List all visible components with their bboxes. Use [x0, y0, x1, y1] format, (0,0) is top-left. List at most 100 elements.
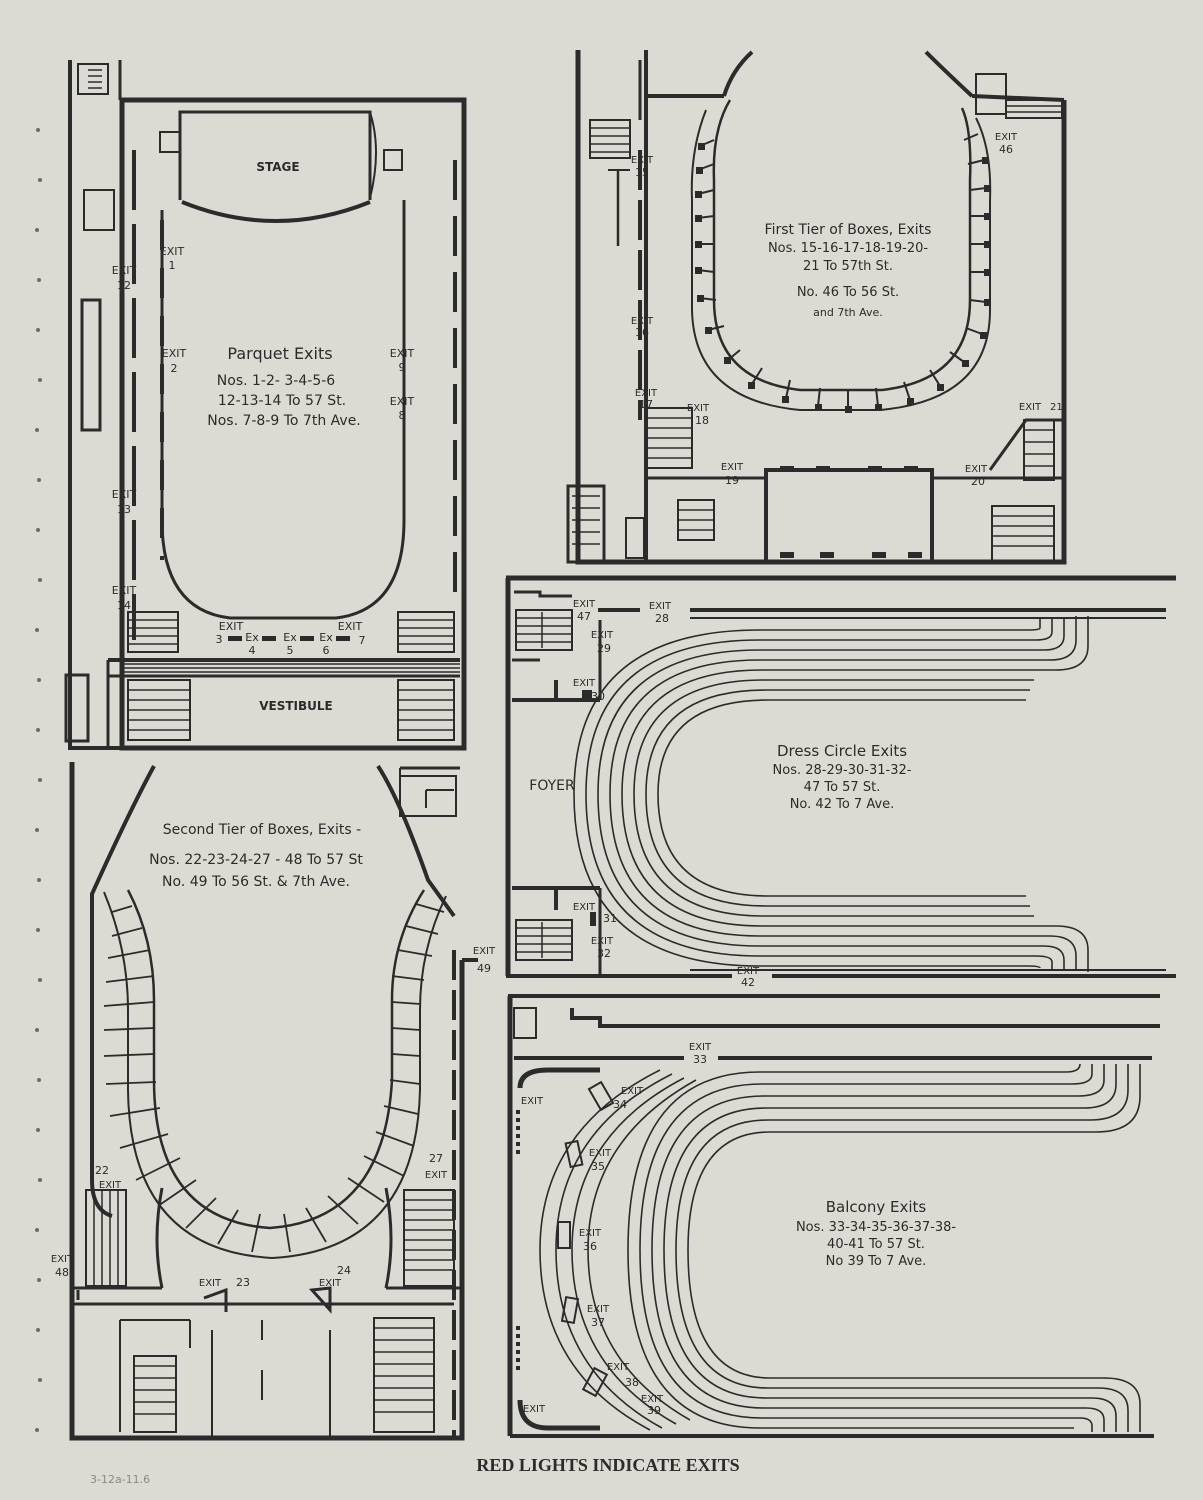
parquet-plan	[64, 60, 467, 751]
exit-30-label: EXIT	[573, 678, 596, 689]
exit-38-number: 38	[625, 1376, 639, 1389]
exit-31-number: 31	[603, 912, 617, 925]
second-tier-line2: Nos. 22-23-24-27 - 48 To 57 St	[149, 852, 363, 868]
exit-18-number: 18	[695, 414, 709, 427]
parquet-stair-hatching	[120, 619, 460, 731]
exit-22-label: EXIT	[99, 1180, 122, 1191]
first-tier-line4: No. 46 To 56 St.	[797, 285, 899, 300]
exit-lower-left-label: EXIT	[523, 1404, 546, 1415]
exit-47-label: EXIT	[573, 599, 596, 610]
first-tier-labels: First Tier of Boxes, Exits Nos. 15-16-17…	[631, 132, 1063, 488]
balcony-labels: Balcony Exits Nos. 33-34-35-36-37-38- 40…	[521, 1042, 956, 1417]
exit-upper-left-label: EXIT	[521, 1096, 544, 1107]
exit-36-label: EXIT	[579, 1228, 602, 1239]
dress-circle-stair-hatching	[516, 612, 572, 958]
exit-2-label: EXIT	[162, 347, 187, 360]
exit-37-number: 37	[591, 1316, 605, 1329]
exit-23-number: 23	[236, 1276, 250, 1289]
parquet-front-exits-bar	[228, 636, 350, 641]
exit-15-number: 15	[635, 166, 649, 179]
dress-circle-line1: Dress Circle Exits	[777, 742, 907, 760]
balcony-line1: Balcony Exits	[826, 1198, 927, 1216]
exit-6-number: 6	[323, 644, 330, 657]
exit-46-number: 46	[999, 143, 1013, 156]
balcony-line2: Nos. 33-34-35-36-37-38-	[796, 1220, 956, 1235]
first-tier-plan	[566, 50, 1067, 565]
second-tier-line1: Second Tier of Boxes, Exits -	[163, 822, 361, 838]
dress-circle-line2: Nos. 28-29-30-31-32-	[773, 763, 912, 778]
exit-13-number: 13	[117, 503, 131, 516]
exit-17-label: EXIT	[635, 388, 658, 399]
exit-4-number: 4	[249, 644, 256, 657]
exit-7-label: EXIT	[338, 620, 363, 633]
exit-20-label: EXIT	[965, 464, 988, 475]
exit-27-number: 27	[429, 1152, 443, 1165]
stage-label: STAGE	[256, 160, 299, 174]
exit-32-label: EXIT	[591, 936, 614, 947]
first-tier-line2: Nos. 15-16-17-18-19-20-	[768, 241, 928, 256]
exit-24-label: EXIT	[319, 1278, 342, 1289]
dress-circle-plan	[505, 575, 1176, 978]
exit-12-number: 12	[117, 279, 131, 292]
exit-16-label: EXIT	[631, 316, 654, 327]
exit-29-label: EXIT	[591, 630, 614, 641]
exit-22-number: 22	[95, 1164, 109, 1177]
exit-38-label: EXIT	[607, 1362, 630, 1373]
dress-circle-line3: 47 To 57 St.	[804, 780, 881, 795]
exit-21-label: EXIT	[1019, 402, 1042, 413]
balcony-line3: 40-41 To 57 St.	[827, 1237, 925, 1252]
exit-42-number: 42	[741, 976, 755, 989]
parquet-line2: 12-13-14 To 57 St.	[218, 393, 346, 409]
exit-16-number: 16	[635, 326, 649, 339]
parquet-line1: Nos. 1-2- 3-4-5-6	[217, 373, 335, 389]
exit-34-number: 34	[613, 1098, 627, 1111]
exit-23-label: EXIT	[199, 1278, 222, 1289]
exit-34-label: EXIT	[621, 1086, 644, 1097]
exit-14-number: 14	[117, 599, 131, 612]
first-tier-box-marks	[695, 143, 991, 558]
exit-46-label: EXIT	[995, 132, 1018, 143]
exit-1-number: 1	[169, 259, 176, 272]
exit-20-number: 20	[971, 475, 985, 488]
exit-19-number: 19	[725, 474, 739, 487]
exit-14-label: EXIT	[112, 584, 137, 597]
exit-8-number: 8	[399, 409, 406, 422]
second-tier-labels: Second Tier of Boxes, Exits - Nos. 22-23…	[51, 822, 496, 1289]
balcony-line4: No 39 To 7 Ave.	[826, 1254, 927, 1269]
parquet-labels: STAGE VESTIBULE Parquet Exits Nos. 1-2- …	[112, 160, 415, 713]
exit-17-number: 17	[639, 398, 653, 411]
exit-35-number: 35	[591, 1160, 605, 1173]
exit-12-label: EXIT	[112, 264, 137, 277]
exit-28-label: EXIT	[649, 601, 672, 612]
exit-19-label: EXIT	[721, 462, 744, 473]
exit-33-number: 33	[693, 1053, 707, 1066]
first-tier-line5: and 7th Ave.	[813, 306, 883, 319]
exit-48-label: EXIT	[51, 1254, 74, 1265]
exit-28-number: 28	[655, 612, 669, 625]
handwritten-note: 3-12a-11.6	[90, 1473, 150, 1486]
exit-39-label: EXIT	[641, 1394, 664, 1405]
exit-18-label: EXIT	[687, 403, 710, 414]
perforated-edge	[35, 128, 42, 1432]
exit-33-label: EXIT	[689, 1042, 712, 1053]
exit-39-number: 39	[647, 1404, 661, 1417]
first-tier-line1: First Tier of Boxes, Exits	[765, 222, 932, 238]
first-tier-box-partitions	[697, 133, 987, 408]
exit-31-label: EXIT	[573, 902, 596, 913]
exit-5-label: Ex	[283, 631, 297, 644]
parquet-line3: Nos. 7-8-9 To 7th Ave.	[207, 413, 361, 429]
exit-2-number: 2	[171, 362, 178, 375]
second-tier-box-partitions	[103, 903, 445, 1253]
exit-35-label: EXIT	[589, 1148, 612, 1159]
exit-21-number: 21	[1050, 402, 1063, 413]
exit-49-number: 49	[477, 962, 491, 975]
second-tier-stair-hatching	[93, 1190, 454, 1415]
exit-47-number: 47	[577, 610, 591, 623]
exit-37-label: EXIT	[587, 1304, 610, 1315]
exit-49-label: EXIT	[473, 946, 496, 957]
exit-3-label: EXIT	[219, 620, 244, 633]
second-tier-line3: No. 49 To 56 St. & 7th Ave.	[162, 874, 350, 890]
exit-42-label: EXIT	[737, 966, 760, 977]
balcony-plan	[507, 994, 1160, 1438]
